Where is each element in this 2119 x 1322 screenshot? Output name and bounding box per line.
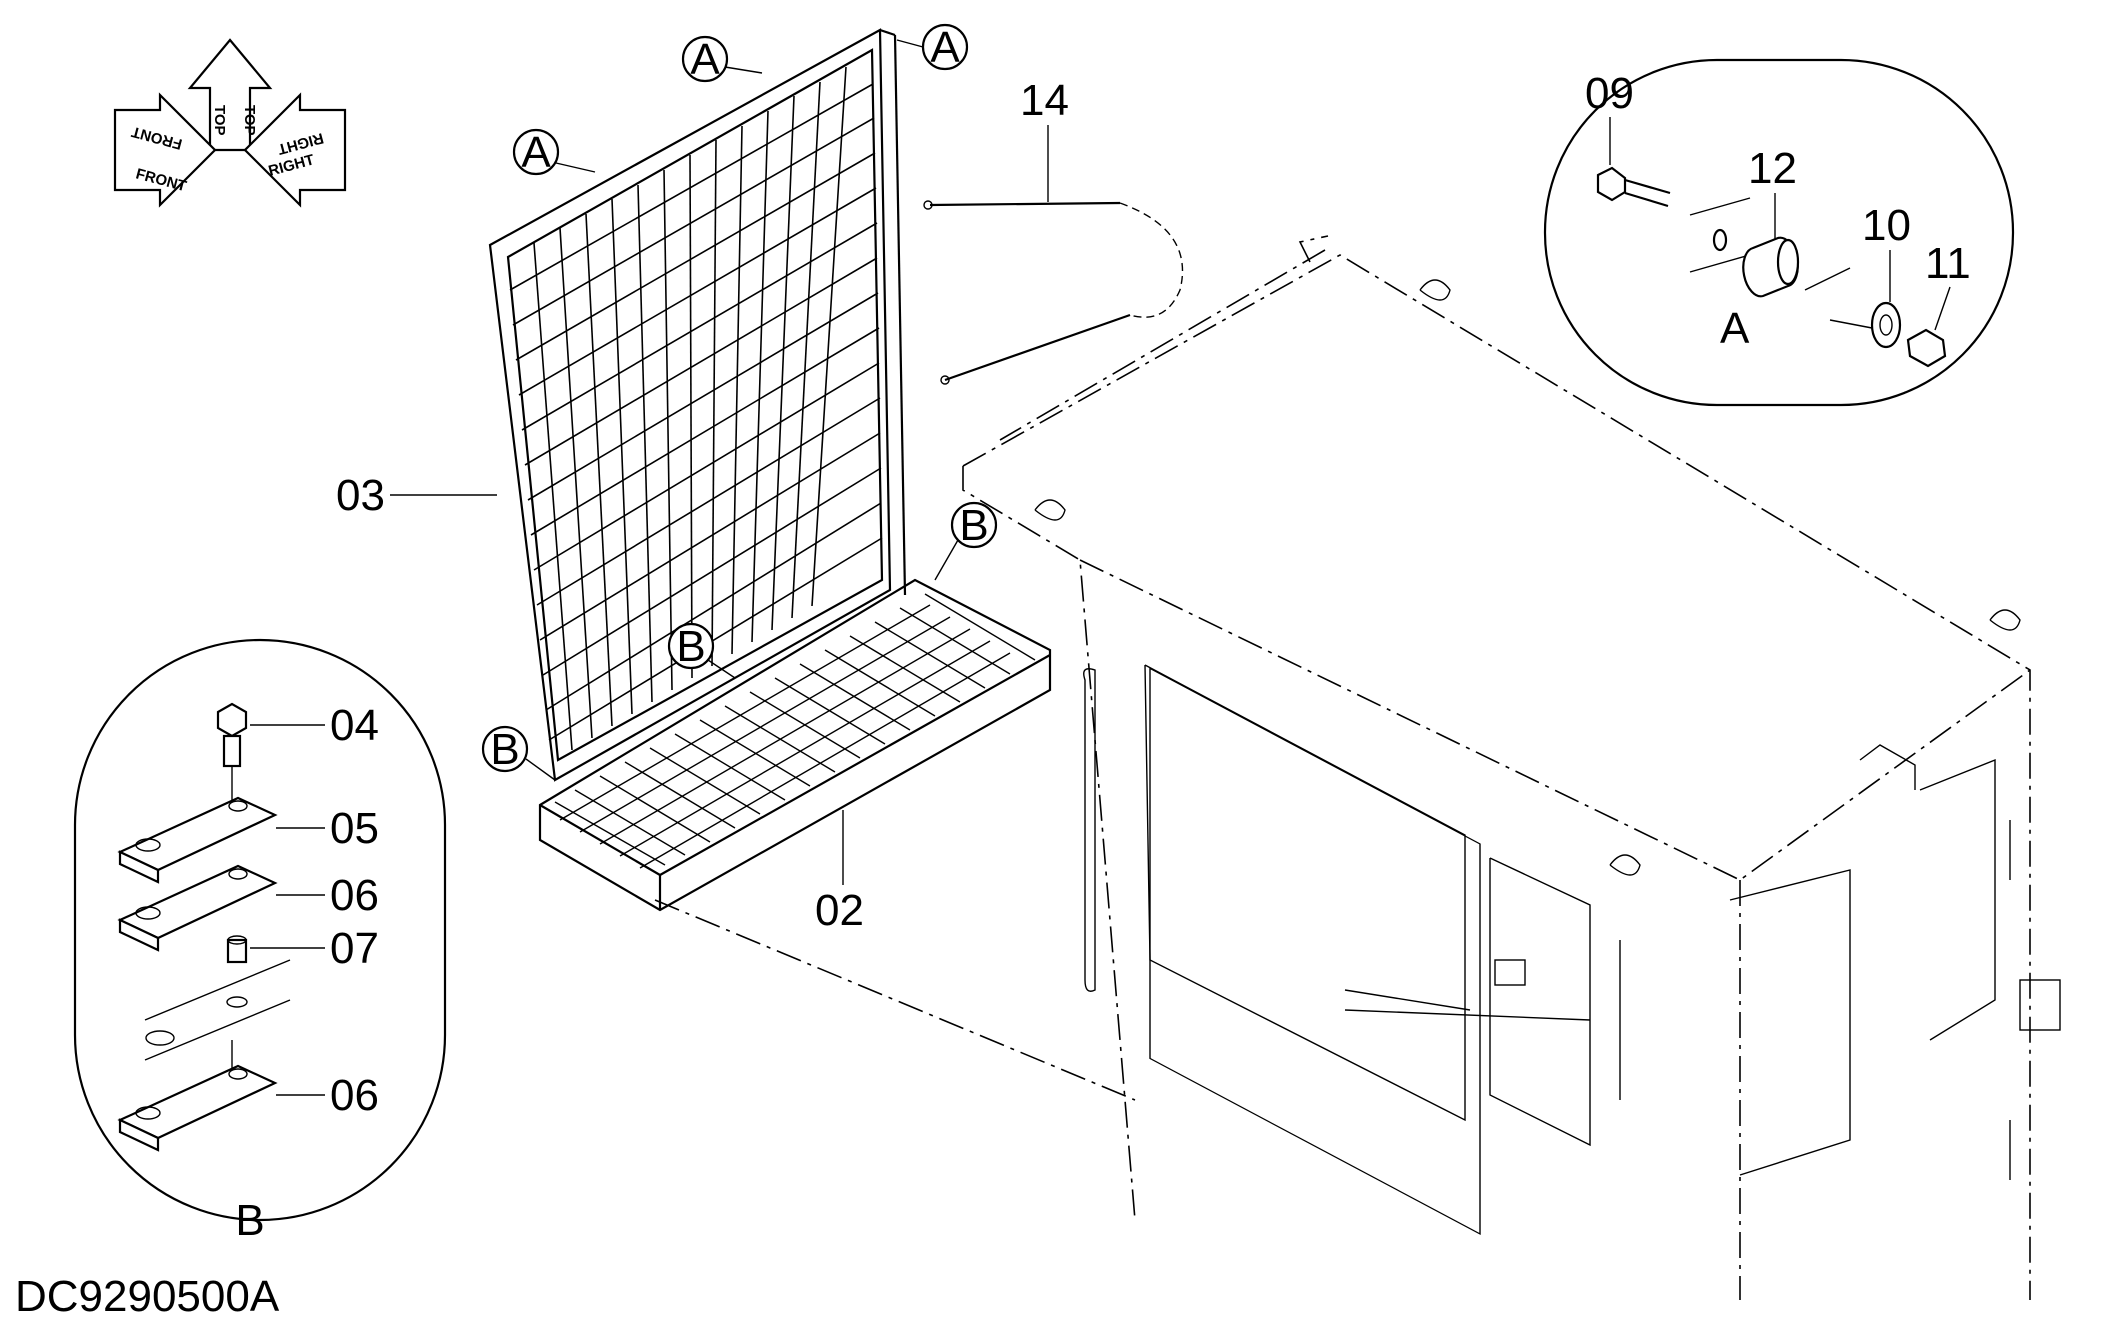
callout-b-1: B: [934, 501, 998, 581]
part-label-02: 02: [815, 810, 864, 935]
part-label-03: 03: [336, 471, 497, 520]
detail-view-a-letter: A: [1720, 304, 1750, 353]
orientation-top-label: TOP: [211, 105, 228, 136]
part-label-14: 14: [1020, 76, 1069, 202]
detail-view-b: 04 05 06 07 06 B: [73, 638, 447, 1245]
callout-b-3-letter: B: [490, 725, 519, 774]
callout-b-1-letter: B: [959, 501, 988, 550]
part-label-12-text: 12: [1748, 144, 1797, 193]
part-label-11-text: 11: [1925, 239, 1971, 288]
orientation-indicator: TOP TOP FRONT FRONT RIGHT RIGHT: [113, 38, 347, 208]
part-label-03-text: 03: [336, 471, 385, 520]
drawing-code: DC9290500A: [15, 1272, 280, 1321]
platform: [538, 578, 1052, 912]
callout-a-2: A: [681, 35, 763, 84]
detail-view-a: 09 12 10 11 A: [1543, 58, 2015, 407]
callout-a-3: A: [896, 23, 969, 72]
callout-a-1: A: [512, 128, 596, 177]
cab-phantom: [654, 235, 2061, 1300]
part-label-06a-text: 06: [330, 871, 379, 920]
mesh-guard: [488, 28, 907, 782]
callout-a-1-letter: A: [521, 128, 551, 177]
part-label-07-text: 07: [330, 924, 379, 973]
part-label-09-text: 09: [1585, 69, 1634, 118]
part-label-02-text: 02: [815, 886, 864, 935]
part-label-05-text: 05: [330, 804, 379, 853]
callout-b-2: B: [667, 622, 736, 679]
callout-a-2-letter: A: [690, 35, 720, 84]
part-label-04-text: 04: [330, 701, 379, 750]
callout-b-2-letter: B: [676, 622, 705, 671]
orientation-top-label-mirror: TOP: [241, 105, 258, 136]
part-label-14-text: 14: [1020, 76, 1069, 125]
chain: [923, 200, 1184, 385]
part-label-06b-text: 06: [330, 1071, 379, 1120]
callout-b-3: B: [481, 725, 556, 781]
detail-view-b-letter: B: [235, 1196, 264, 1245]
callout-a-3-letter: A: [930, 23, 960, 72]
part-label-10-text: 10: [1862, 201, 1911, 250]
